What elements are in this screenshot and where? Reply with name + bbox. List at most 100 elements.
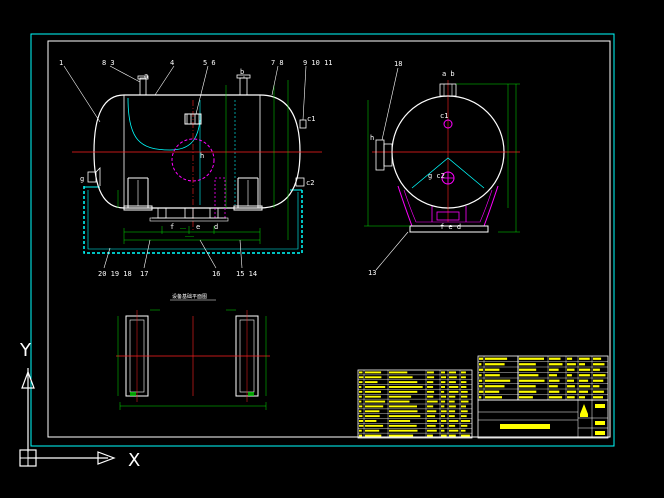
foundation-outline xyxy=(83,186,303,254)
label-16: 16 xyxy=(212,270,220,278)
table-cell-text xyxy=(485,357,508,360)
end-dimensions xyxy=(364,83,520,233)
table-cell-text xyxy=(441,371,445,374)
label-8-3: 8 3 xyxy=(102,59,115,67)
table-cell-text xyxy=(461,390,468,393)
title-block xyxy=(477,399,609,439)
end-label-gc2: g c2 xyxy=(428,172,445,180)
table-cell-text xyxy=(365,424,384,427)
side-view: —— ——— 1 8 3 4 5 6 b 7 8 9 10 11 c1 c2 g… xyxy=(59,59,333,278)
foundation-inner xyxy=(87,190,299,250)
table-cell-text xyxy=(549,385,558,388)
table-cell-text xyxy=(365,415,380,418)
internal-pipe xyxy=(127,97,201,151)
end-label-ab: a b xyxy=(442,70,455,78)
table-cell-text xyxy=(567,357,573,360)
table-cell-text xyxy=(549,396,563,399)
table-cell-text xyxy=(449,415,455,418)
end-nozzle-ab xyxy=(439,83,457,97)
label-h: h xyxy=(200,152,204,160)
table-cell-text xyxy=(389,390,418,393)
table-cell-text xyxy=(485,390,500,393)
table-cell-text xyxy=(441,405,445,408)
table-cell-text xyxy=(359,376,364,379)
table-cell-text xyxy=(461,410,468,413)
table-cell-text xyxy=(593,390,604,393)
table-cell-text xyxy=(359,415,363,418)
label-c2: c2 xyxy=(306,179,314,187)
inner-frame xyxy=(47,40,611,438)
table-cell-text xyxy=(519,390,537,393)
label-15-14: 15 14 xyxy=(236,270,257,278)
table-cell-text xyxy=(365,376,382,379)
table-cell-text xyxy=(441,410,447,413)
table-cell-text xyxy=(427,420,437,422)
table-cell-text xyxy=(485,363,505,366)
table-cell-text xyxy=(461,405,466,408)
table-cell-text xyxy=(449,429,459,432)
table-cell-text xyxy=(549,390,560,393)
table-cell-text xyxy=(579,357,590,360)
table-cell-text xyxy=(389,424,417,427)
table-cell-text xyxy=(427,381,434,384)
table-cell-text xyxy=(365,390,381,393)
table-cell-text xyxy=(427,429,437,432)
table-cell-text xyxy=(427,410,437,413)
table-cell-text xyxy=(389,429,418,432)
table-cell-text xyxy=(485,368,500,371)
table-cell-text xyxy=(427,415,436,418)
ucs-y-label: Y xyxy=(19,340,32,361)
label-7-8: 7 8 xyxy=(271,59,284,67)
table-cell-text xyxy=(359,390,363,393)
table-cell-text xyxy=(365,434,382,437)
table-cell-text xyxy=(389,381,418,384)
table-cell-text xyxy=(427,395,434,398)
table-cell-text xyxy=(441,429,445,432)
table-cell-text xyxy=(461,424,468,427)
table-cell-text xyxy=(449,381,456,384)
table-cell-text xyxy=(449,395,456,398)
table-cell-text xyxy=(365,420,377,422)
table-cell-text xyxy=(567,363,576,366)
table-cell-text xyxy=(479,363,482,366)
plan-dimensions xyxy=(117,309,267,410)
table-cell-text xyxy=(427,405,434,408)
plan-view: 设备基础平面图 xyxy=(116,293,270,410)
label-4: 4 xyxy=(170,59,174,67)
table-cell-text xyxy=(479,374,482,377)
table-cell-text xyxy=(593,363,605,366)
table-cell-text xyxy=(549,374,557,377)
label-1: 1 xyxy=(59,59,63,67)
end-view: 18 a b c1 h g c2 f e d 13 xyxy=(364,60,520,277)
table-cell-text xyxy=(461,386,467,388)
table-cell-text xyxy=(449,386,459,388)
table-cell-text xyxy=(389,371,408,374)
table-cell-text xyxy=(441,395,446,398)
table-cell-text xyxy=(485,379,511,382)
table-cell-text xyxy=(519,368,537,371)
table-cell-text xyxy=(389,415,421,418)
table-cell-text xyxy=(441,420,447,422)
table-cell-text xyxy=(567,374,572,377)
label-e: e xyxy=(196,223,200,231)
table-cell-text xyxy=(389,420,411,422)
plan-title: 设备基础平面图 xyxy=(172,293,207,300)
table-cell-text xyxy=(427,371,434,374)
label-d: d xyxy=(214,223,218,231)
table-cell-text xyxy=(441,434,447,437)
table-cell-text xyxy=(359,429,362,432)
table-cell-text xyxy=(579,368,591,371)
table-cell-text xyxy=(579,396,585,399)
table-cell-text xyxy=(359,405,363,408)
svg-text:——: —— xyxy=(180,226,187,232)
label-17: 17 xyxy=(140,270,148,278)
table-cell-text xyxy=(441,381,446,384)
table-cell-text xyxy=(567,385,575,388)
table-cell-text xyxy=(519,363,536,366)
table-cell-text xyxy=(449,434,456,437)
table-cell-text xyxy=(441,376,446,379)
label-5-6: 5 6 xyxy=(203,59,216,67)
table-cell-text xyxy=(427,424,436,427)
table-cell-text xyxy=(365,381,378,384)
table-cell-text xyxy=(593,396,603,399)
